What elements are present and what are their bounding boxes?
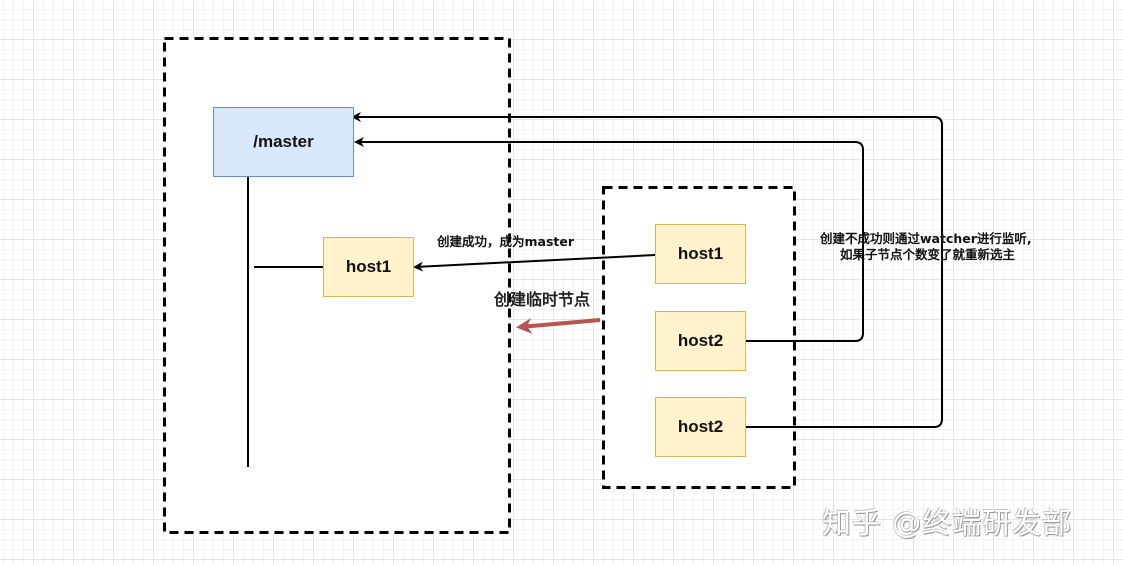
right-host2-node-b: host2 xyxy=(655,397,746,457)
left-host1-node: host1 xyxy=(323,237,414,297)
right-host1-node: host1 xyxy=(655,224,746,284)
master-node: /master xyxy=(213,107,354,177)
watch-label-line1: 创建不成功则通过watcher进行监听, xyxy=(820,231,1032,246)
watermark: 知乎 @终端研发部 xyxy=(822,506,1073,540)
create-ephemeral-arrow xyxy=(516,317,601,334)
right-host2-node-a: host2 xyxy=(655,311,746,371)
success-label: 创建成功，成为master xyxy=(437,234,575,249)
create-ephemeral-label: 创建临时节点 xyxy=(494,290,591,309)
watch-label-line2: 如果子节点个数变了就重新选主 xyxy=(840,247,1016,262)
